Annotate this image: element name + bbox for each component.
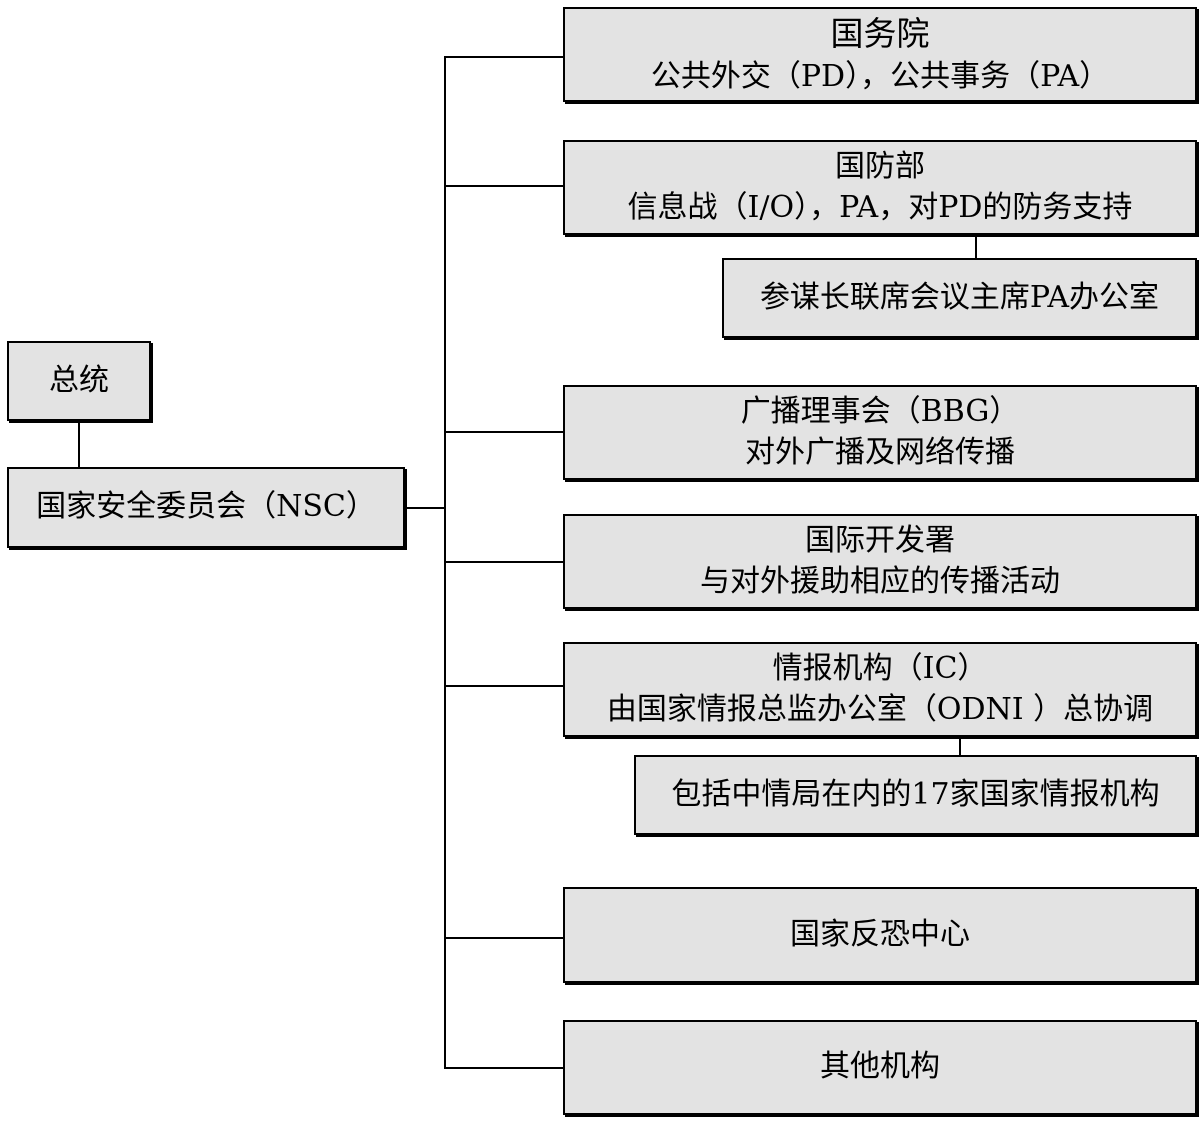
usaid-name: 国际开发署 xyxy=(805,523,955,558)
defense-dept-node: 国防部 信息战（I/O），PA，对PD的防务支持 xyxy=(563,140,1197,235)
state-dept-desc: 公共外交（PD），公共事务（PA） xyxy=(650,58,1110,94)
ic-agencies-node: 包括中情局在内的17家国家情报机构 xyxy=(634,755,1197,835)
ic-desc: 由国家情报总监办公室（ODNI ）总协调 xyxy=(606,691,1154,727)
defense-dept-name: 国防部 xyxy=(835,149,925,184)
others-node: 其他机构 xyxy=(563,1020,1197,1115)
defense-dept-desc: 信息战（I/O），PA，对PD的防务支持 xyxy=(627,189,1133,225)
president-node: 总统 xyxy=(7,341,151,421)
bbg-name: 广播理事会（BBG） xyxy=(740,394,1020,429)
usaid-desc: 与对外援助相应的传播活动 xyxy=(700,563,1060,599)
state-dept-name: 国务院 xyxy=(830,13,930,53)
bbg-node: 广播理事会（BBG） 对外广播及网络传播 xyxy=(563,385,1197,480)
president-nsc-connector xyxy=(78,420,80,468)
ic-agencies-label: 包括中情局在内的17家国家情报机构 xyxy=(671,776,1160,812)
nctc-node: 国家反恐中心 xyxy=(563,887,1197,983)
joint-chiefs-pa-label: 参谋长联席会议主席PA办公室 xyxy=(759,279,1160,315)
nsc-label: 国家安全委员会（NSC） xyxy=(36,489,376,525)
state-dept-node: 国务院 公共外交（PD），公共事务（PA） xyxy=(563,7,1197,102)
branch-ic xyxy=(444,685,564,687)
president-label: 总统 xyxy=(49,362,109,398)
bbg-desc: 对外广播及网络传播 xyxy=(745,434,1015,470)
joint-chiefs-pa-node: 参谋长联席会议主席PA办公室 xyxy=(722,258,1197,338)
defense-sub-connector xyxy=(975,234,977,259)
branch-bbg xyxy=(444,431,564,433)
ic-sub-connector xyxy=(959,736,961,756)
branch-usaid xyxy=(444,561,564,563)
nsc-trunk-connector xyxy=(405,507,445,509)
nsc-node: 国家安全委员会（NSC） xyxy=(7,467,405,548)
branch-nctc xyxy=(444,937,564,939)
branch-defense xyxy=(444,185,564,187)
others-label: 其他机构 xyxy=(820,1049,940,1085)
usaid-node: 国际开发署 与对外援助相应的传播活动 xyxy=(563,514,1197,609)
branch-state xyxy=(444,56,564,58)
ic-node: 情报机构（IC） 由国家情报总监办公室（ODNI ）总协调 xyxy=(563,642,1197,737)
nctc-label: 国家反恐中心 xyxy=(790,916,970,952)
ic-name: 情报机构（IC） xyxy=(772,651,988,686)
branch-others xyxy=(444,1067,564,1069)
